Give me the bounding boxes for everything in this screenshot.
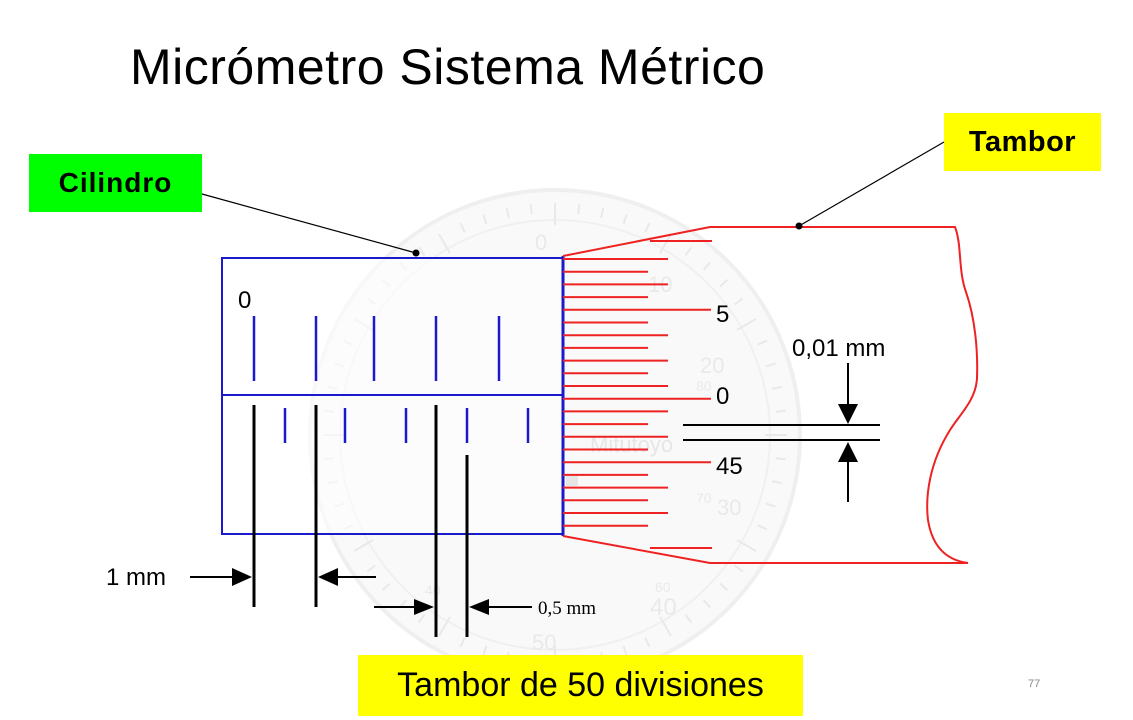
dial-tick [353, 539, 374, 552]
dial-number: 80 [696, 378, 712, 394]
dial-tick [438, 233, 451, 254]
dial-number: 20 [700, 353, 724, 378]
dial-tick [736, 539, 757, 552]
dial-tick [600, 207, 605, 219]
dial-tick [771, 385, 783, 390]
dial-tick [577, 204, 581, 215]
dial-tick [734, 297, 744, 306]
dial-number: 70 [696, 490, 712, 506]
dial-tick [622, 645, 628, 656]
thimble-label-0: 0 [716, 383, 729, 410]
dial-brand-text: Mitutoyo [590, 432, 673, 457]
dial-tick [381, 582, 391, 591]
sleeve-zero-label: 0 [238, 287, 251, 314]
sleeve-ticks [252, 316, 530, 443]
thimble [562, 226, 979, 564]
extension-lines [252, 405, 469, 637]
dial-tick [644, 222, 651, 233]
dial-number: 50 [532, 630, 556, 655]
dial-tick [684, 246, 693, 256]
cylinder: 0 [221, 256, 565, 536]
slide-number: 77 [1028, 678, 1041, 690]
dial-tick [459, 637, 466, 648]
dial-tick [366, 564, 376, 573]
dial-tick [482, 214, 488, 225]
dial-tick [659, 233, 672, 254]
dial-tick [702, 599, 711, 609]
dial-tick [482, 645, 488, 656]
thimble-step-dimension [683, 363, 880, 502]
thimble-outline [562, 226, 979, 564]
dial-tick [757, 524, 768, 531]
down-arrow-icon [838, 404, 858, 424]
dial-tick [459, 222, 466, 233]
dial-tick [622, 214, 628, 225]
left-arrow-icon [469, 599, 489, 615]
dial-tick [438, 616, 451, 637]
dial-tick [734, 564, 744, 573]
dial-tick [659, 616, 672, 637]
dial-pointer-hub [566, 474, 578, 486]
tambor-leader-dot [795, 222, 803, 230]
up-arrow-icon [838, 442, 858, 462]
dial-tick [719, 279, 729, 288]
dial-number: 40 [650, 594, 677, 621]
one-mm-dimension [190, 568, 376, 586]
dial-tick [736, 318, 757, 331]
page-title: Micrómetro Sistema Métrico [130, 39, 766, 95]
dial-tick [719, 582, 729, 591]
tambor-label: Tambor [944, 113, 1101, 171]
right-arrow-icon [232, 568, 252, 586]
dial-tick [775, 457, 786, 461]
cilindro-leader-line [201, 193, 417, 254]
dial-tick [765, 362, 776, 368]
dial-tick [644, 637, 651, 648]
dial-tick [775, 409, 786, 413]
tambor-divisions-label: Tambor de 50 divisiones [358, 655, 803, 716]
tambor-leader-line [798, 141, 945, 227]
dial-tick [771, 480, 783, 485]
one-mm-label: 1 mm [106, 564, 166, 591]
dial-tick [529, 204, 533, 215]
dial-tick [417, 246, 426, 256]
cilindro-label: Cilindro [29, 154, 202, 212]
thimble-graduations [563, 240, 712, 549]
cilindro-leader-dot [412, 249, 420, 257]
dial-number: 30 [717, 495, 741, 520]
half-mm-label: 0,5 mm [538, 598, 596, 619]
dial-number: 0 [535, 230, 547, 255]
leader-lines [201, 141, 945, 257]
dial-number: 40 [425, 582, 441, 598]
dial-tick [702, 261, 711, 271]
dial-tick [684, 614, 693, 624]
left-arrow-icon [318, 568, 338, 586]
dial-tick [765, 502, 776, 508]
right-arrow-icon [414, 599, 434, 615]
thimble-label-5: 5 [716, 301, 729, 328]
thimble-step-label: 0,01 mm [792, 335, 885, 362]
dial-number: 60 [655, 579, 671, 595]
dial-tick [505, 207, 510, 219]
dial-tick [757, 339, 768, 346]
thimble-label-45: 45 [716, 453, 743, 480]
half-mm-dimension [374, 599, 532, 615]
dial-tick [417, 614, 426, 624]
